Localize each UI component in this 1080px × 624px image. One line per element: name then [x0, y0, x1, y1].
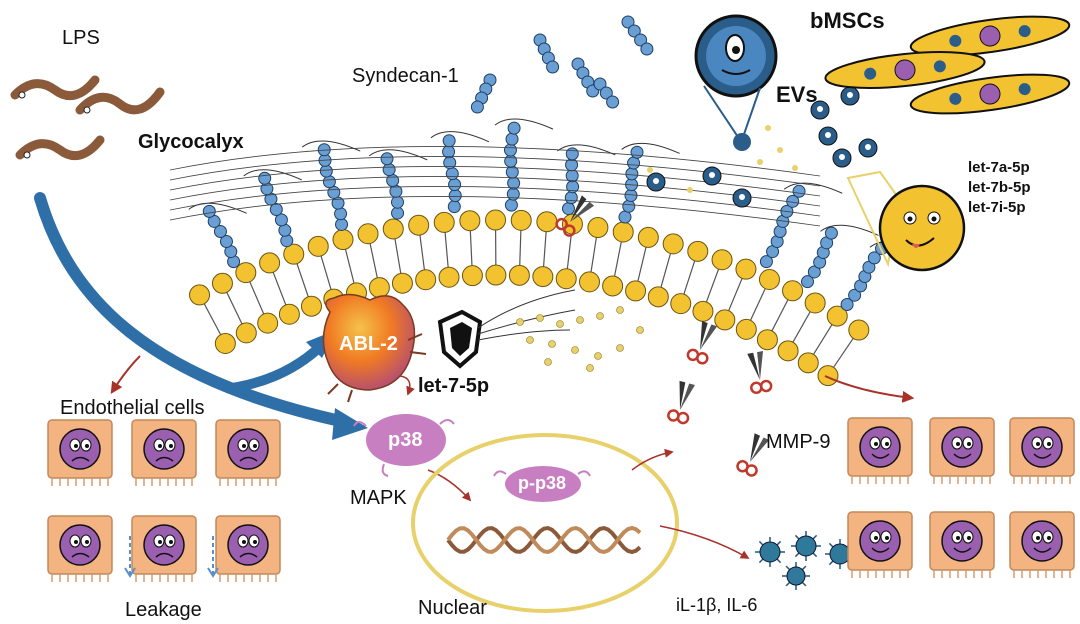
- let7a-label: let-7a-5p: [968, 159, 1030, 176]
- let7b-label: let-7b-5p: [968, 179, 1031, 196]
- leakage-arrows: [124, 536, 219, 578]
- shield-icon: [437, 289, 576, 369]
- abl2-label: ABL-2: [339, 333, 398, 355]
- leakage-label: Leakage: [125, 599, 202, 621]
- scissors-mmp9-icon: [555, 195, 773, 477]
- p38-protein: [353, 414, 455, 477]
- cytokines-label: iL-1β, IL-6: [676, 595, 758, 615]
- let7i-label: let-7i-5p: [968, 199, 1026, 216]
- endothelial-label: Endothelial cells: [60, 397, 205, 419]
- cell-membrane: [189, 209, 870, 387]
- mapk-label: MAPK: [350, 487, 407, 509]
- dna-helix-icon: [446, 525, 642, 555]
- nucleus: [411, 433, 679, 613]
- p38-label: p38: [388, 429, 423, 451]
- syndecan-label: Syndecan-1: [352, 65, 459, 87]
- nuclear-label: Nuclear: [418, 597, 487, 619]
- lps-label: LPS: [62, 27, 100, 49]
- bmscs-label: bMSCs: [810, 8, 885, 33]
- ev-vesicle-icon: [646, 86, 878, 208]
- syndecan-chain-icon: [470, 15, 654, 114]
- lps-worm-icon: [10, 75, 165, 161]
- let75p-label: let-7-5p: [418, 375, 490, 397]
- endothelial-cell-tiles: [47, 417, 1075, 582]
- mirna-particles: [516, 306, 644, 372]
- mirna-face-icon: [846, 170, 966, 272]
- abl2-protein: [322, 293, 427, 403]
- cytokine-virus-icon: [755, 531, 855, 590]
- bmsc-cell-icon: [824, 15, 1071, 115]
- ev-vesicle-icon: [694, 14, 778, 151]
- glycocalyx-label: Glycocalyx: [138, 131, 244, 153]
- evs-label: EVs: [776, 82, 818, 107]
- pp38-label: p-p38: [518, 473, 567, 493]
- mmp9-label: MMP-9: [766, 431, 831, 453]
